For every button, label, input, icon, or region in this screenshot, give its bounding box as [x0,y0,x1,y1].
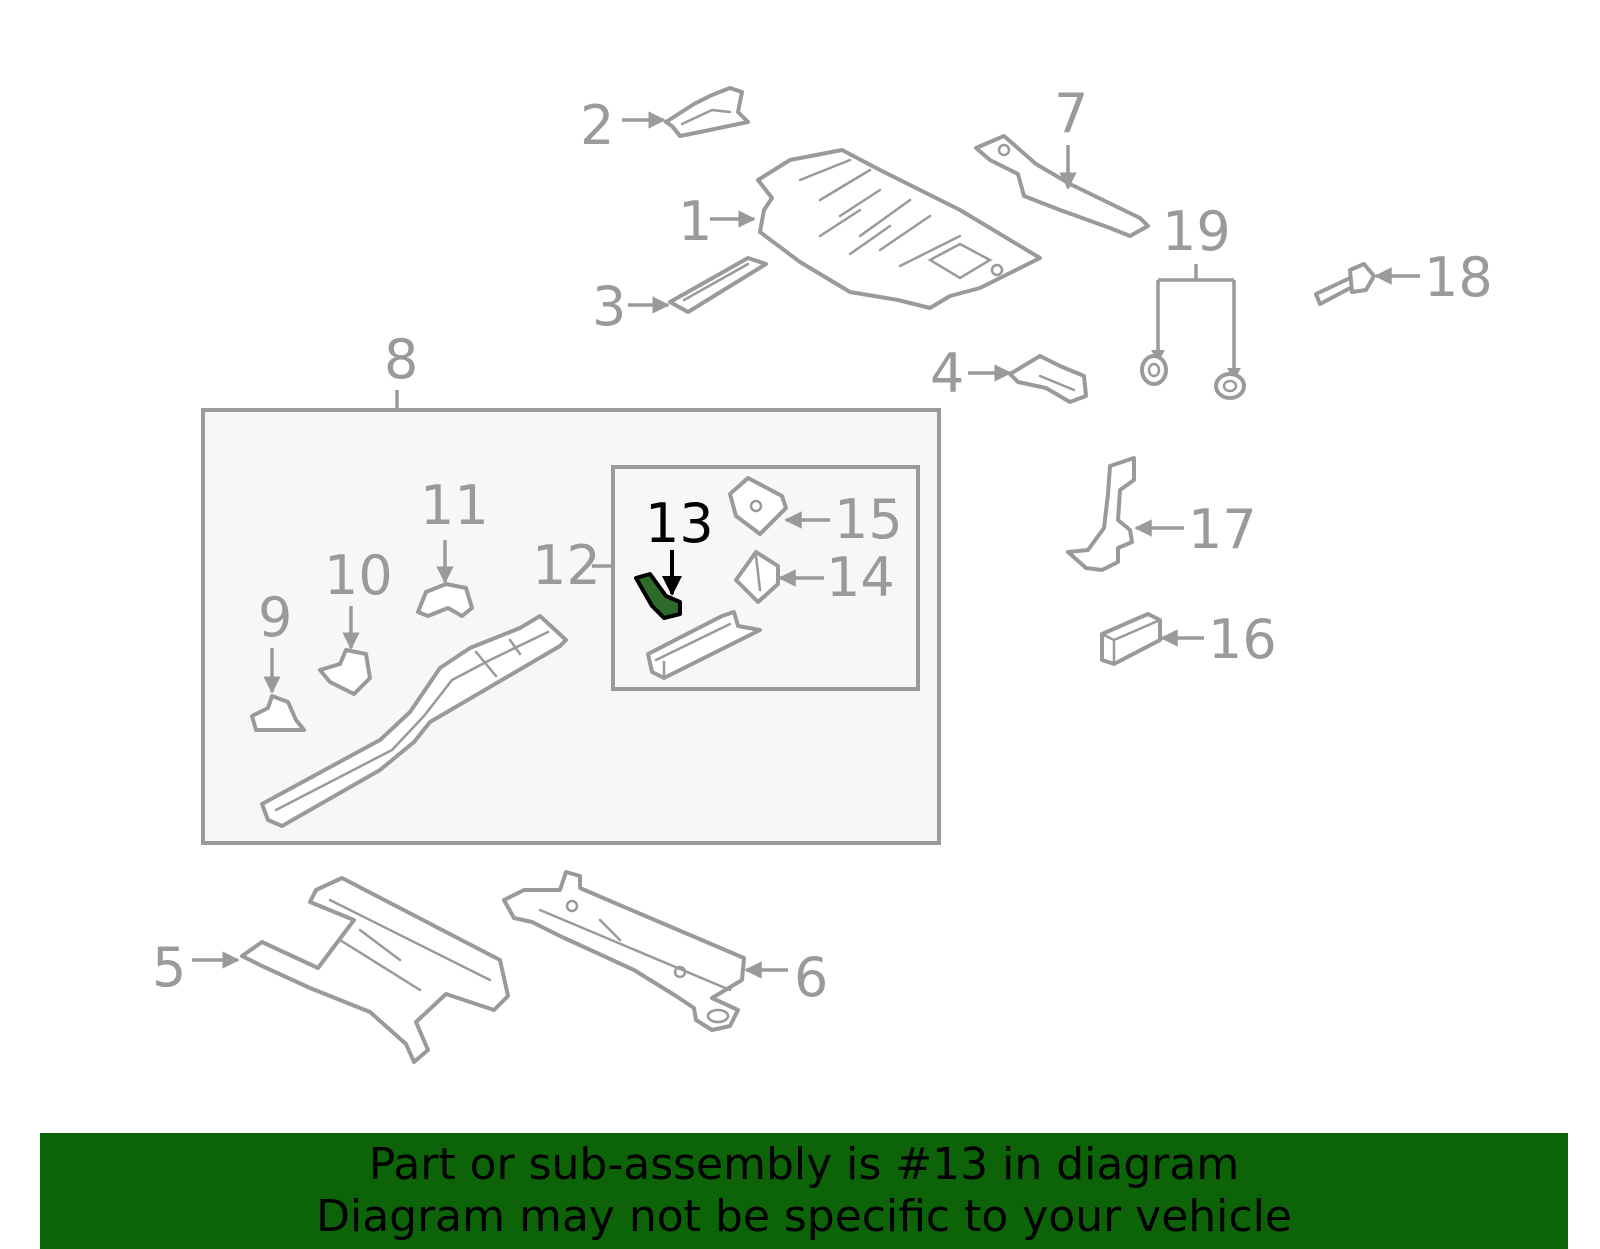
part-3-reinforcement [628,256,768,314]
part-12-channel [646,610,762,680]
info-banner: Part or sub-assembly is #13 in diagram D… [40,1133,1568,1249]
part-6-crossmember [502,870,788,1032]
part-9-bracket [250,648,306,732]
part-5-crossmember [192,876,510,1064]
label-1: 1 [678,190,712,253]
label-12: 12 [532,534,601,597]
part-13-highlighted[interactable] [634,550,682,620]
label-9: 9 [258,586,292,649]
part-14-bracket [734,550,824,604]
label-7: 7 [1054,82,1088,145]
label-15: 15 [834,488,903,551]
label-11: 11 [420,474,489,537]
label-5: 5 [152,936,186,999]
label-3: 3 [592,275,626,338]
part-15-bracket [728,476,830,536]
part-17-bracket [1066,456,1184,572]
part-18-bolt [1314,262,1420,306]
label-4: 4 [930,342,964,405]
part-10-bracket [318,606,372,696]
label-17: 17 [1188,498,1257,561]
part-7-rail [974,134,1150,238]
label-14: 14 [826,546,895,609]
part-4-bracket [968,354,1088,404]
label-2: 2 [580,94,614,157]
label-18: 18 [1424,246,1493,309]
part-1-floor-pan [710,148,1042,310]
label-6: 6 [794,946,828,1009]
part-19-nuts [1140,264,1246,400]
label-8: 8 [384,328,418,391]
side-rail [260,614,568,828]
part-2-bracket [622,86,750,138]
banner-line-2: Diagram may not be specific to your vehi… [316,1191,1292,1242]
label-19: 19 [1162,200,1231,263]
banner-line-1: Part or sub-assembly is #13 in diagram [368,1139,1240,1190]
part-16-block [1100,612,1204,666]
part-11-bracket [416,540,474,618]
label-10: 10 [324,544,393,607]
label-16: 16 [1208,608,1277,671]
label-13: 13 [645,492,714,555]
